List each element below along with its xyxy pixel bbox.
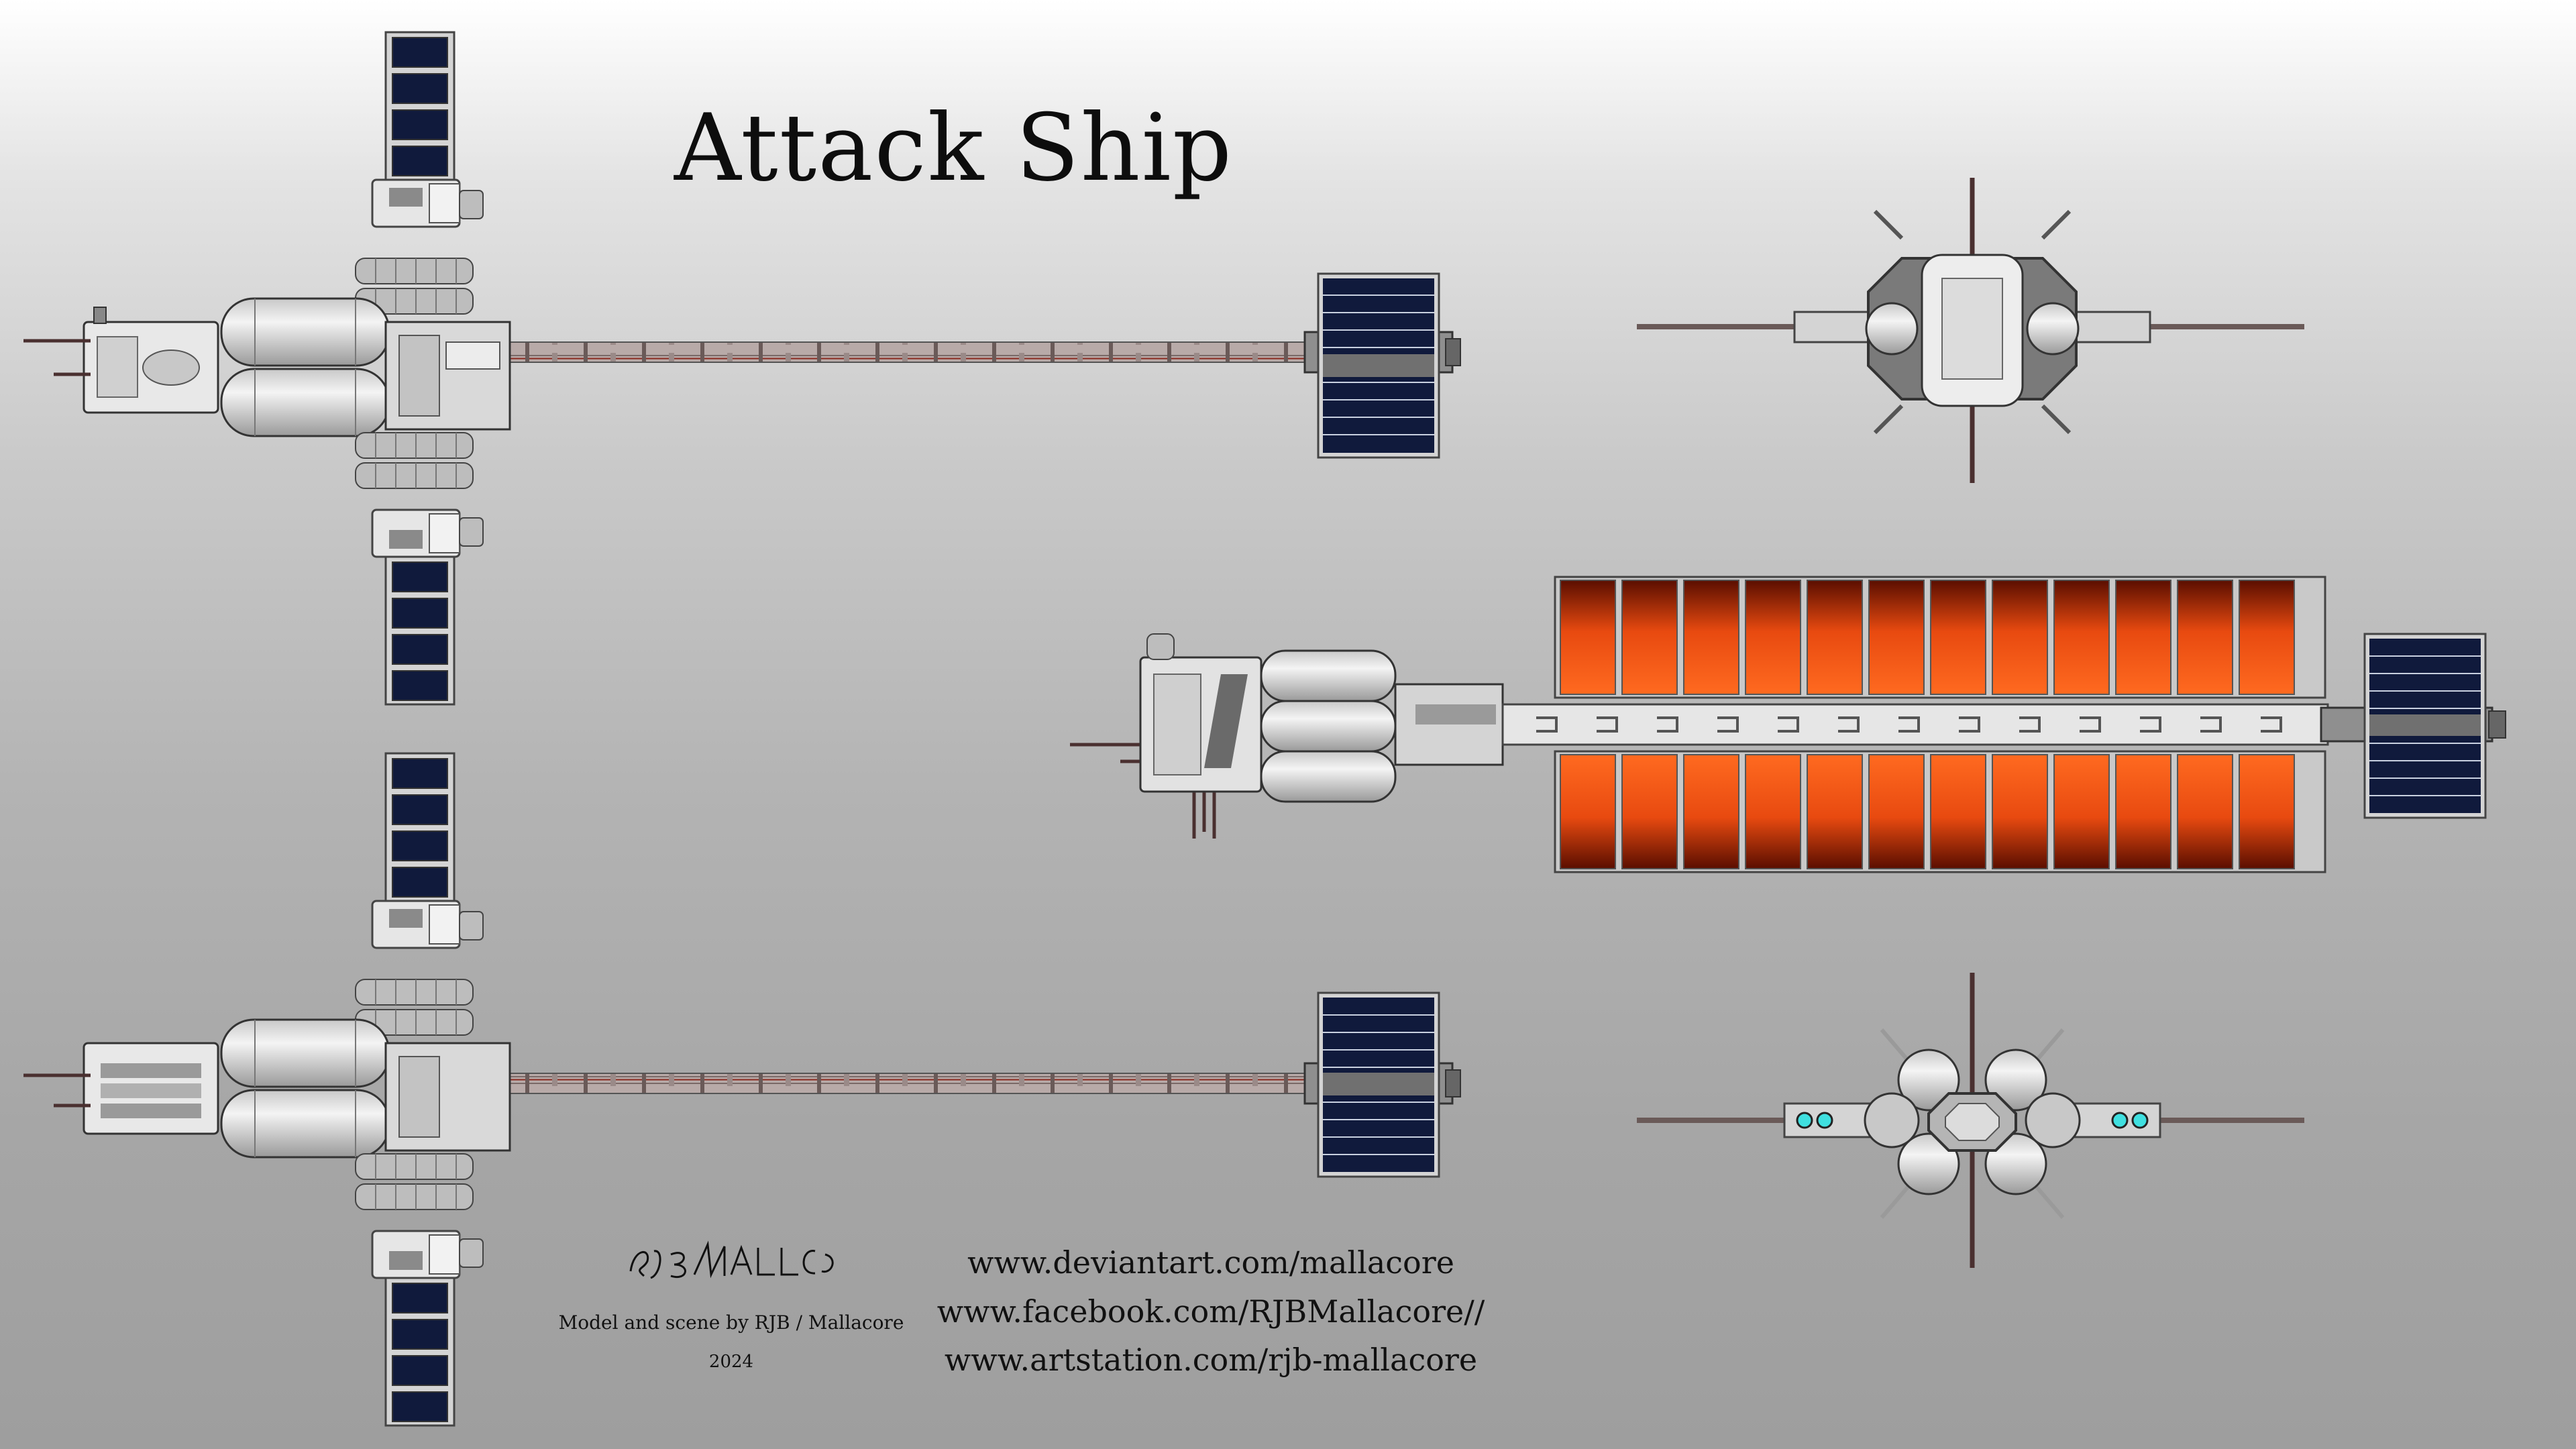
side-module-bottom: [371, 1230, 484, 1279]
side-module-top: [371, 178, 484, 228]
side-view-radiators-deployed: [1070, 576, 2506, 873]
rear-view: [1637, 973, 2304, 1268]
solar-panel-array-bottom: [384, 555, 455, 706]
fuel-tanks: [220, 1018, 390, 1159]
command-module: [1139, 633, 1263, 793]
page-title: Attack Ship: [674, 94, 1234, 202]
central-hull: [1864, 1049, 2081, 1195]
command-module: [23, 1042, 219, 1135]
deviantart-link[interactable]: www.deviantart.com/mallacore: [967, 1244, 1454, 1281]
ribbed-cylinders-bottom: [355, 432, 474, 489]
credits-line: Model and scene by RJB / Mallacore: [558, 1311, 904, 1334]
radiator-panel-lower: [1554, 750, 2326, 873]
front-view: [1637, 178, 2304, 483]
central-hull: [1865, 254, 2080, 407]
hub-section: [384, 321, 511, 431]
hub-section: [384, 1042, 511, 1152]
spine-truss: [502, 341, 1309, 363]
facebook-link[interactable]: www.facebook.com/RJBMallacore//: [936, 1293, 1485, 1330]
ribbed-cylinders-bottom: [355, 1153, 474, 1210]
solar-panel-array-top: [384, 31, 455, 181]
fuel-tanks: [220, 297, 390, 437]
spine-truss: [502, 1073, 1309, 1094]
engine-nozzles: [1796, 1112, 2149, 1129]
solar-panel-aft: [1317, 272, 1440, 459]
solar-panel-array-bottom: [384, 1277, 455, 1427]
top-view: [23, 31, 1461, 706]
artstation-link[interactable]: www.artstation.com/rjb-mallacore: [944, 1342, 1478, 1378]
side-module-bottom: [371, 508, 484, 558]
solar-panel-array-top: [384, 752, 455, 902]
command-module: [23, 307, 219, 414]
side-module-top: [371, 900, 484, 949]
bottom-view: [23, 752, 1461, 1427]
ribbed-cylinders-top: [355, 258, 474, 315]
radiator-panel-upper: [1554, 576, 2326, 699]
antenna-probes: [1070, 743, 1216, 839]
solar-panel-aft: [2363, 633, 2487, 819]
hub-section: [1394, 683, 1504, 766]
solar-panel-aft: [1317, 991, 1440, 1178]
spine-truss: [1501, 703, 2329, 746]
artist-signature: [629, 1240, 834, 1279]
ribbed-cylinders-top: [355, 979, 474, 1036]
credits-year: 2024: [708, 1352, 754, 1372]
fuel-tanks: [1260, 649, 1397, 803]
